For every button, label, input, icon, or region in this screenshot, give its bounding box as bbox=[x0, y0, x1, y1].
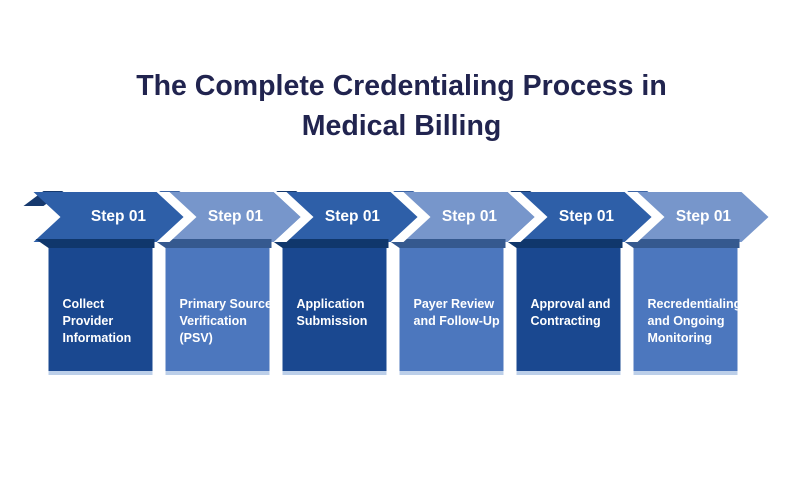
step-lip-shape bbox=[152, 239, 272, 248]
step-banner-shape bbox=[501, 192, 652, 242]
step-gap-shape bbox=[390, 192, 431, 242]
step-gap-shape bbox=[273, 192, 314, 242]
step-bottom-edge bbox=[282, 371, 387, 375]
step-banner-shape bbox=[33, 192, 184, 242]
process-step bbox=[23, 191, 197, 375]
step-body-shape bbox=[399, 248, 504, 371]
step-lip-shape bbox=[503, 239, 623, 248]
step-banner-shape bbox=[267, 192, 418, 242]
step-gap-shape bbox=[624, 192, 665, 242]
step-body-shape bbox=[165, 248, 270, 371]
step-bottom-edge bbox=[633, 371, 738, 375]
page-title: The Complete Credentialing Process in Me… bbox=[0, 66, 803, 146]
step-bottom-edge bbox=[48, 371, 153, 375]
step-lip-shape bbox=[35, 239, 155, 248]
step-body-shape bbox=[633, 248, 738, 371]
step-bottom-edge bbox=[165, 371, 270, 375]
process-step bbox=[608, 191, 769, 375]
step-banner-shape bbox=[384, 192, 535, 242]
step-lip-shape bbox=[620, 239, 740, 248]
process-step bbox=[257, 191, 431, 375]
process-step bbox=[140, 191, 314, 375]
step-banner-shape bbox=[618, 192, 769, 242]
step-body-shape bbox=[516, 248, 621, 371]
page-title-line1: The Complete Credentialing Process in bbox=[136, 70, 667, 102]
step-gap-shape bbox=[507, 192, 548, 242]
page-title-line2: Medical Billing bbox=[301, 110, 502, 142]
step-body-shape bbox=[48, 248, 153, 371]
step-gap-shape bbox=[156, 192, 197, 242]
step-body-shape bbox=[282, 248, 387, 371]
step-lip-shape bbox=[386, 239, 506, 248]
step-lip-shape bbox=[269, 239, 389, 248]
step-bottom-edge bbox=[399, 371, 504, 375]
step-banner-shape bbox=[150, 192, 301, 242]
step-bottom-edge bbox=[516, 371, 621, 375]
